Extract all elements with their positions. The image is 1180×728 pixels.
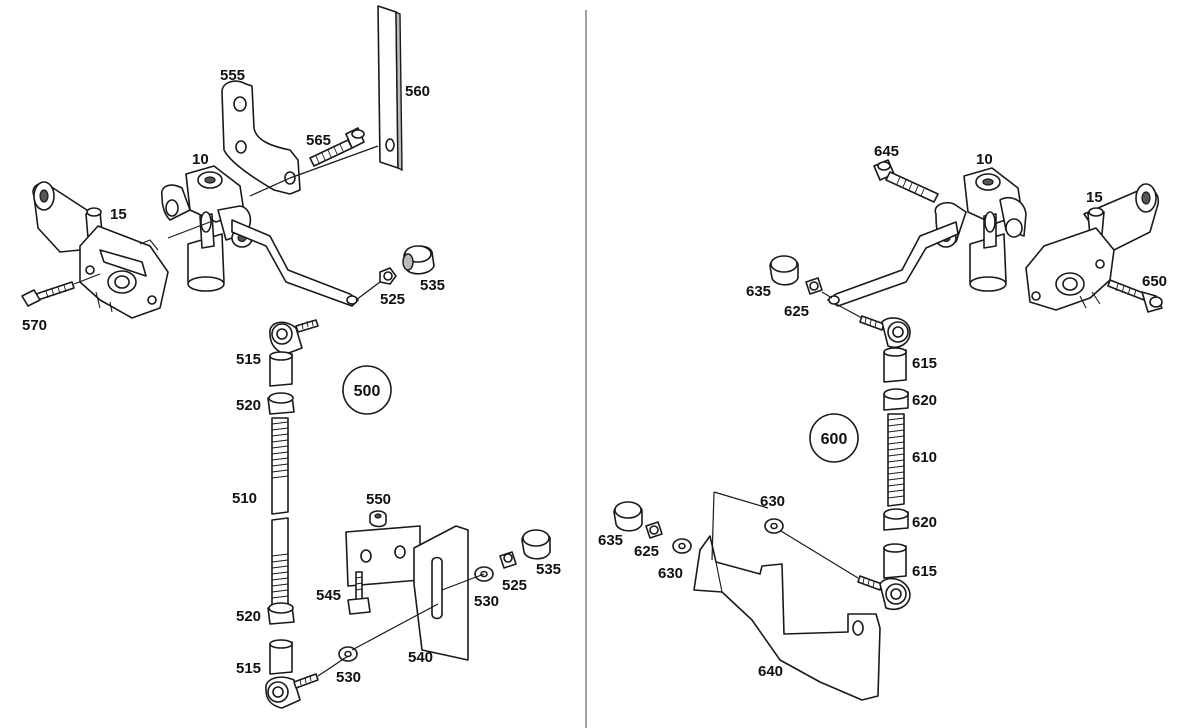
part-650-screw xyxy=(1107,279,1163,313)
part-525-nut-top xyxy=(379,267,397,285)
assembly-label-500: 500 xyxy=(354,383,381,400)
callout-635-bottom: 635 xyxy=(598,532,623,549)
callout-10-left: 10 xyxy=(192,151,209,168)
callout-530-right: 530 xyxy=(474,593,499,610)
callout-635-top: 635 xyxy=(746,283,771,300)
part-635-cap-top xyxy=(769,255,799,286)
lever-arm-right xyxy=(827,221,959,307)
part-630-washer-top xyxy=(764,518,784,534)
part-570-screw xyxy=(21,281,75,307)
part-615-joint-top xyxy=(859,315,911,348)
lever-arm-left xyxy=(231,219,359,307)
callout-535-top: 535 xyxy=(420,277,445,294)
part-630-washer-bottom xyxy=(672,538,692,554)
callout-640: 640 xyxy=(758,663,783,680)
part-545-bolt xyxy=(347,571,371,615)
part-560-bracket xyxy=(377,5,403,172)
callout-645: 645 xyxy=(874,143,899,160)
callout-560: 560 xyxy=(405,83,430,100)
callout-515-top: 515 xyxy=(236,351,261,368)
callout-530-bottom: 530 xyxy=(336,669,361,686)
callout-615-top: 615 xyxy=(912,355,937,372)
part-620-nut-top xyxy=(883,388,909,411)
part-610-rod xyxy=(887,413,905,507)
callout-610: 610 xyxy=(912,449,937,466)
callout-630-bottom: 630 xyxy=(658,565,683,582)
callout-540: 540 xyxy=(408,649,433,666)
callout-535-right: 535 xyxy=(536,561,561,578)
part-510-rod xyxy=(271,417,289,607)
part-520-nut-top xyxy=(267,392,295,415)
callout-15-left: 15 xyxy=(110,206,127,223)
assembly-600: 600 645 10 15 650 635 625 615 620 610 63… xyxy=(598,143,1167,701)
callout-625-bottom: 625 xyxy=(634,543,659,560)
callout-630-top: 630 xyxy=(760,493,785,510)
callout-565: 565 xyxy=(306,132,331,149)
part-15-housing xyxy=(32,181,169,319)
part-15-housing-right xyxy=(1025,183,1160,311)
part-10-valve xyxy=(160,165,253,292)
callout-650: 650 xyxy=(1142,273,1167,290)
assembly-badge-600: 600 xyxy=(809,413,859,463)
part-550-nut xyxy=(369,510,387,528)
callout-555: 555 xyxy=(220,67,245,84)
callout-545: 545 xyxy=(316,587,341,604)
callout-10-right: 10 xyxy=(976,151,993,168)
part-625-nut-top xyxy=(805,277,823,295)
part-555-plate xyxy=(221,80,301,195)
part-645-bolt xyxy=(873,159,939,203)
part-615-sleeve-top xyxy=(883,347,907,383)
part-540-bracket xyxy=(345,525,469,661)
assembly-500: 500 555 560 565 10 15 570 525 535 515 52… xyxy=(21,5,561,709)
part-615-sleeve-bottom xyxy=(883,543,907,579)
callout-570: 570 xyxy=(22,317,47,334)
callout-510: 510 xyxy=(232,490,257,507)
callout-620-top: 620 xyxy=(912,392,937,409)
part-515-sleeve-top xyxy=(269,351,293,387)
part-625-nut-bottom xyxy=(645,521,663,539)
part-615-joint-bottom xyxy=(857,575,911,610)
part-620-nut-bottom xyxy=(883,508,909,531)
assembly-badge-500: 500 xyxy=(342,365,392,415)
part-535-cap-right xyxy=(521,529,551,560)
callout-620-bottom: 620 xyxy=(912,514,937,531)
callout-615-bottom: 615 xyxy=(912,563,937,580)
part-515-joint-bottom xyxy=(265,673,319,709)
part-565-bolt xyxy=(309,127,365,167)
part-515-sleeve-bottom xyxy=(269,639,293,675)
part-520-nut-bottom xyxy=(267,602,295,625)
callout-625-top: 625 xyxy=(784,303,809,320)
callout-550: 550 xyxy=(366,491,391,508)
callout-520-bottom: 520 xyxy=(236,608,261,625)
callout-520-top: 520 xyxy=(236,397,261,414)
callout-525-right: 525 xyxy=(502,577,527,594)
part-535-cap-top xyxy=(402,245,435,275)
part-635-cap-bottom xyxy=(613,501,643,532)
callout-15-right: 15 xyxy=(1086,189,1103,206)
callout-525-top: 525 xyxy=(380,291,405,308)
part-515-joint-top xyxy=(269,319,319,355)
part-525-nut-right xyxy=(499,551,517,569)
callout-515-bottom: 515 xyxy=(236,660,261,677)
part-640-bracket xyxy=(693,491,881,701)
assembly-label-600: 600 xyxy=(821,431,848,448)
